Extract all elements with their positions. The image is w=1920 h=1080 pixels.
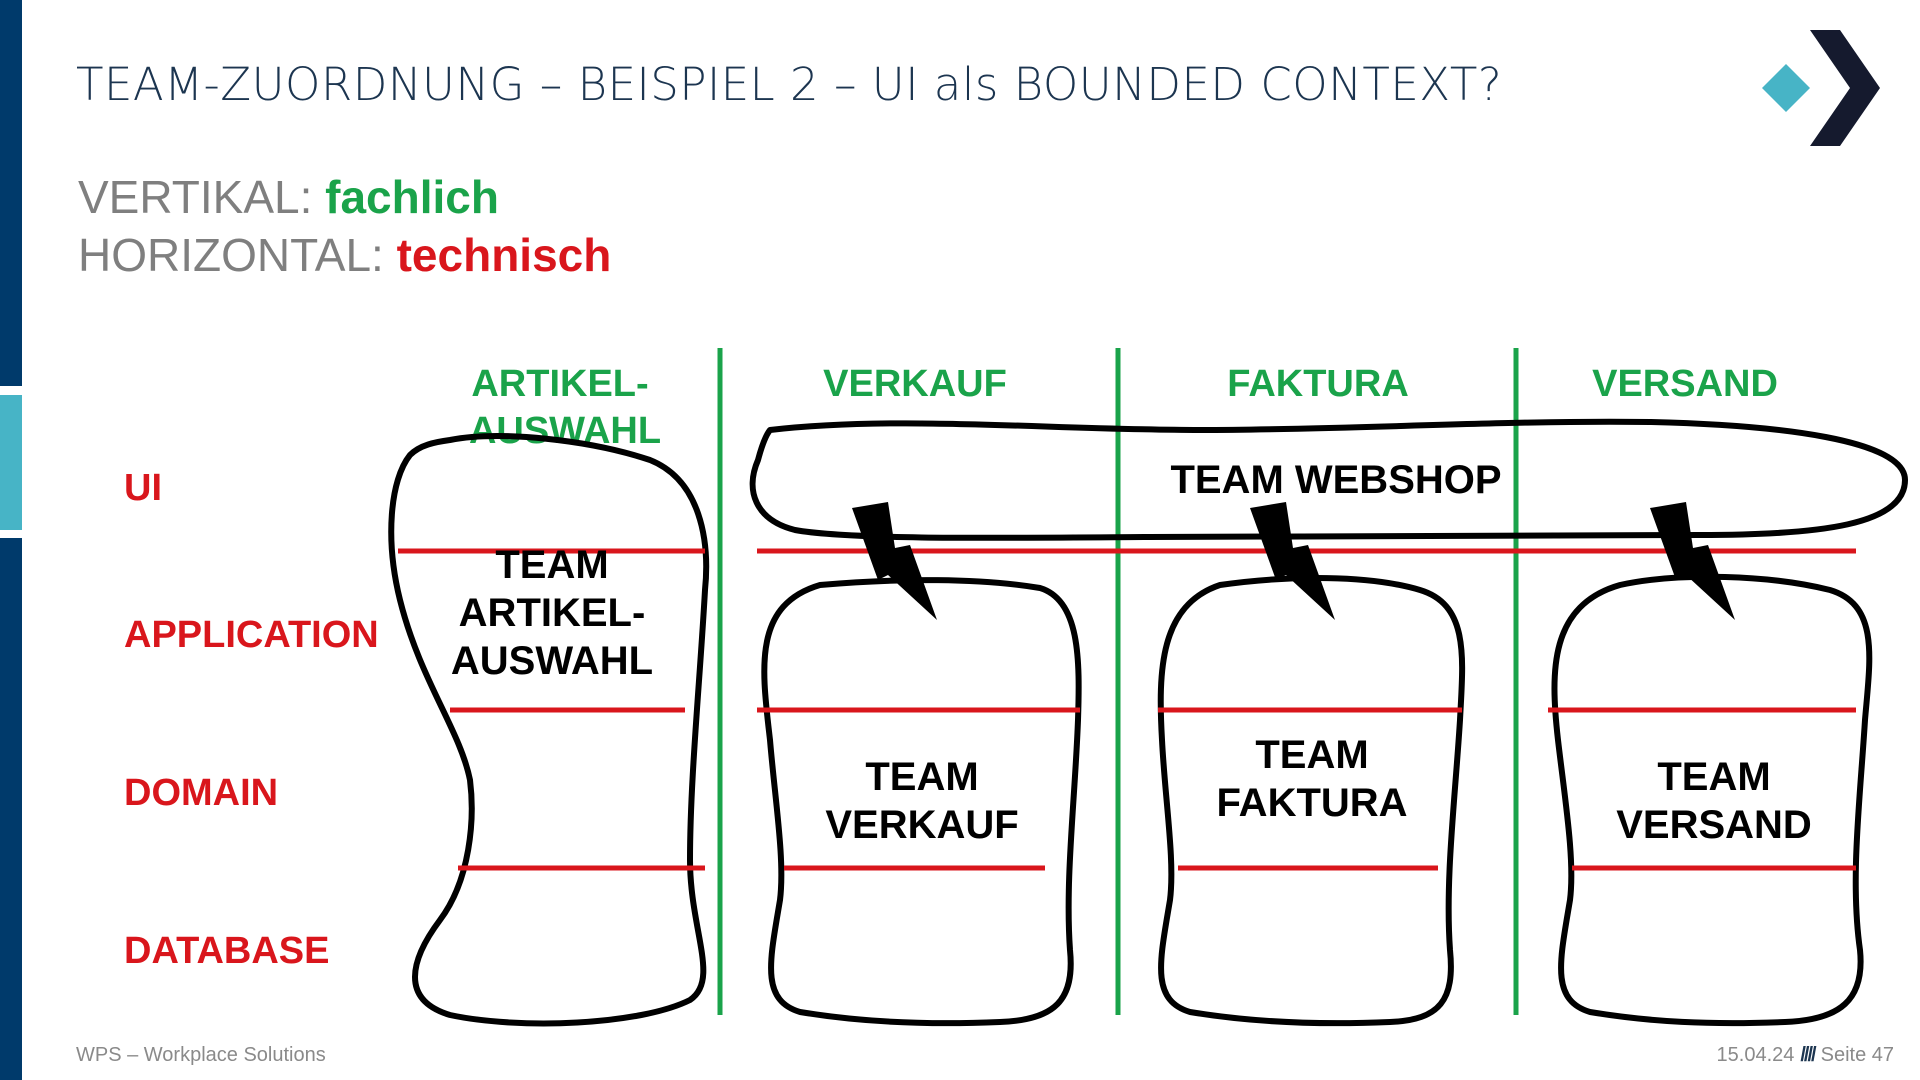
team-blob-faktura	[1157, 575, 1466, 1027]
team-label-verkauf-1: TEAM	[865, 755, 978, 799]
team-label-artikel-1: TEAM	[495, 543, 608, 587]
layer-label-ui: UI	[124, 467, 162, 509]
team-blob-versand	[1551, 573, 1873, 1027]
sidebar-bar-bottom	[0, 538, 22, 1080]
lightning-bolt-icon	[1250, 502, 1335, 620]
wps-logo-icon	[1762, 30, 1880, 146]
slide-title: TEAM-ZUORDNUNG – BEISPIEL 2 – UI als BOU…	[76, 58, 1503, 111]
lightning-bolt-icon	[1650, 502, 1735, 620]
team-blob-webshop	[749, 418, 1908, 541]
team-label-faktura-1: TEAM	[1255, 733, 1368, 777]
column-label-artikel: ARTIKEL-	[471, 363, 648, 405]
team-blob-artikel	[388, 433, 710, 1027]
team-label-versand-1: TEAM	[1657, 755, 1770, 799]
team-label-webshop: TEAM WEBSHOP	[1170, 458, 1501, 502]
sidebar-bar-accent	[0, 395, 22, 530]
team-blob-verkauf	[761, 577, 1082, 1027]
footer-date: 15.04.24	[1716, 1044, 1795, 1066]
column-label-artikel-2: AUSWAHL	[469, 410, 661, 452]
layer-label-domain: DOMAIN	[124, 772, 278, 814]
team-label-versand-2: VERSAND	[1616, 803, 1812, 847]
footer-page-number: Seite 47	[1820, 1044, 1894, 1066]
footer-page-info: 15.04.24 ////Seite 47	[1717, 1044, 1894, 1067]
footer-separator: ////	[1800, 1044, 1816, 1066]
subtitle-horizontal-value: technisch	[396, 229, 612, 281]
subtitle-vertical-value: fachlich	[325, 171, 499, 223]
team-label-artikel-2: ARTIKEL-	[459, 591, 646, 635]
sidebar-bar-top	[0, 0, 22, 386]
layer-label-database: DATABASE	[124, 930, 329, 972]
lightning-bolt-icon	[852, 502, 937, 620]
team-label-verkauf-2: VERKAUF	[825, 803, 1018, 847]
subtitle-horizontal: HORIZONTAL: technisch	[78, 228, 611, 282]
column-label-versand: VERSAND	[1592, 363, 1778, 405]
layer-label-application: APPLICATION	[124, 614, 379, 656]
subtitle-vertical: VERTIKAL: fachlich	[78, 170, 499, 224]
team-label-artikel-3: AUSWAHL	[451, 639, 653, 683]
column-label-faktura: FAKTURA	[1227, 363, 1409, 405]
footer-company: WPS – Workplace Solutions	[76, 1044, 326, 1066]
subtitle-vertical-label: VERTIKAL:	[78, 171, 326, 223]
team-label-faktura-2: FAKTURA	[1216, 781, 1407, 825]
subtitle-horizontal-label: HORIZONTAL:	[78, 229, 397, 281]
column-label-verkauf: VERKAUF	[823, 363, 1007, 405]
